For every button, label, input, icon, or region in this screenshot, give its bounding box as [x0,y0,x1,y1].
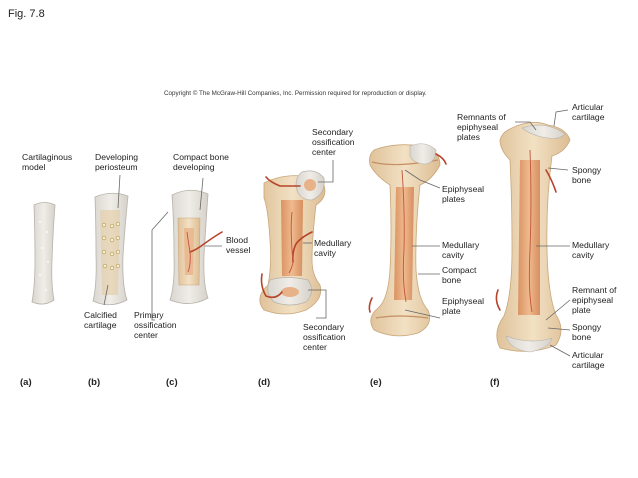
panel-label-e: (e) [370,377,382,388]
bone-stage-e [368,143,447,337]
bone-stage-c [169,189,223,304]
panel-label-a: (a) [20,377,32,388]
bone-stage-a [31,202,56,305]
leader-lines [103,109,571,357]
bone-stage-b [92,192,129,306]
panel-label-b: (b) [88,377,101,388]
panel-label-c: (c) [166,377,178,388]
panel-label-f: (f) [490,377,500,388]
copyright-notice: Copyright © The McGraw-Hill Companies, I… [164,90,427,97]
bone-stage-d [259,170,326,315]
bone-stage-f [495,122,571,353]
panel-label-d: (d) [258,377,271,388]
figure-label: Fig. 7.8 [8,8,45,20]
